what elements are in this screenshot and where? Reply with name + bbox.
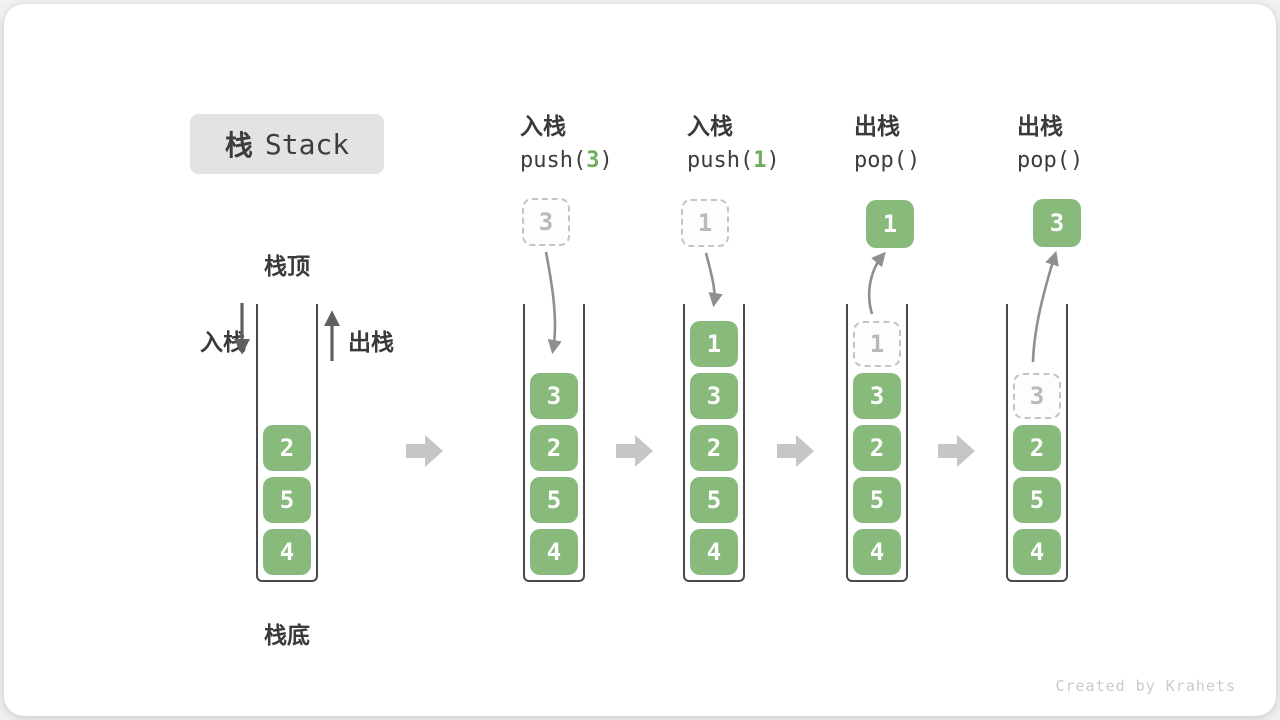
stack-cell: 5: [853, 477, 901, 523]
stack-cell: 5: [690, 477, 738, 523]
op-header-push-3: 入栈 push(3): [520, 107, 690, 173]
label-stack-bottom: 栈底: [264, 623, 310, 649]
op-code: push(3): [520, 148, 613, 173]
op-label: 入栈: [687, 114, 733, 140]
stack-cell: 5: [530, 477, 578, 523]
stack-container-push1: 1 3 2 5 4: [683, 304, 745, 582]
stack-cell: 1: [690, 321, 738, 367]
stack-cell: 2: [530, 425, 578, 471]
op-header-push-1: 入栈 push(1): [687, 107, 857, 173]
step-arrow-icon: [938, 435, 975, 467]
title-zh: 栈: [224, 129, 253, 162]
stack-cell: 2: [1013, 425, 1061, 471]
stack-cell: 3: [690, 373, 738, 419]
op-code-arg: 3: [586, 148, 600, 173]
op-label: 入栈: [520, 114, 566, 140]
stack-cell: 4: [263, 529, 311, 575]
stack-cell-ghost: 1: [853, 321, 901, 367]
stack-cell: 4: [1013, 529, 1061, 575]
floating-value-dashed: 3: [522, 198, 570, 246]
stack-container-push3: 3 2 5 4: [523, 304, 585, 582]
stack-cell: 3: [853, 373, 901, 419]
stack-cell: 2: [853, 425, 901, 471]
floating-value-popped: 1: [866, 200, 914, 248]
stack-cell: 3: [530, 373, 578, 419]
step-arrow-icon: [616, 435, 653, 467]
title-box: 栈 Stack: [190, 114, 384, 174]
stack-cell-ghost: 3: [1013, 373, 1061, 419]
diagram-canvas: 栈 Stack 栈顶 栈底 入栈 出栈 入栈 push(3) 入栈 push(1…: [4, 4, 1276, 716]
op-header-pop-3: 出栈 pop(): [1017, 107, 1187, 173]
step-arrow-icon: [777, 435, 814, 467]
op-code-arg: 1: [753, 148, 767, 173]
op-header-pop-1: 出栈 pop(): [854, 107, 1024, 173]
stack-cell: 4: [690, 529, 738, 575]
op-label: 出栈: [1017, 114, 1063, 140]
floating-value-dashed: 1: [681, 199, 729, 247]
floating-value-popped: 3: [1033, 199, 1081, 247]
stack-cell: 5: [263, 477, 311, 523]
op-code: pop(): [854, 148, 921, 173]
op-code: push(1): [687, 148, 780, 173]
footer-credit: Created by Krahets: [1055, 677, 1236, 695]
label-pop-side: 出栈: [348, 330, 394, 356]
stack-container-pop1: 1 3 2 5 4: [846, 304, 908, 582]
stack-container-pop3: 3 2 5 4: [1006, 304, 1068, 582]
label-push-side: 入栈: [200, 330, 246, 356]
stack-cell: 2: [263, 425, 311, 471]
push-curve-arrow: [704, 252, 723, 308]
title-en: Stack: [264, 127, 350, 161]
stack-cell: 2: [690, 425, 738, 471]
op-code: pop(): [1017, 148, 1084, 173]
label-stack-top: 栈顶: [264, 254, 310, 280]
stack-cell: 4: [530, 529, 578, 575]
stack-cell: 4: [853, 529, 901, 575]
op-label: 出栈: [854, 114, 900, 140]
stack-container-initial: 2 5 4: [256, 304, 318, 582]
stack-cell: 5: [1013, 477, 1061, 523]
step-arrow-icon: [406, 435, 443, 467]
